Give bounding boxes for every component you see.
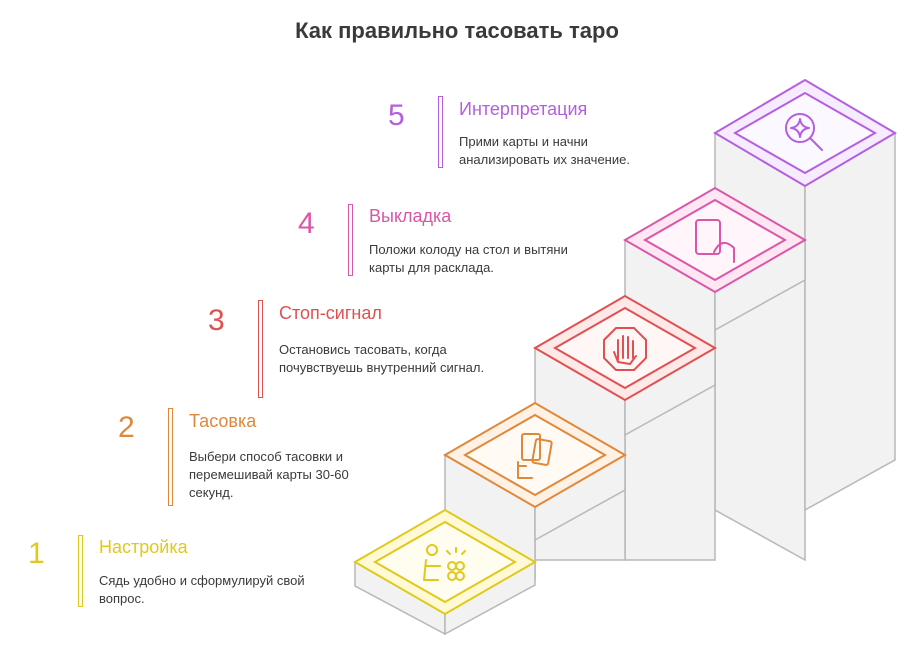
step-heading: Настройка (99, 537, 188, 557)
step-heading: Интерпретация (459, 99, 588, 119)
step-divider (348, 204, 353, 276)
step-tile-2 (443, 401, 627, 509)
step-description: Положи колоду на стол и вытяни карты для… (369, 242, 568, 275)
step-number: 3 (208, 304, 225, 337)
step-heading: Выкладка (369, 206, 452, 226)
step-description: Выбери способ тасовки и перемешивай карт… (189, 449, 349, 500)
card-spread-icon (695, 219, 735, 263)
step-divider (438, 96, 443, 168)
step-heading: Стоп-сигнал (279, 303, 382, 323)
step-number: 4 (298, 207, 315, 240)
step-description: Сядь удобно и сформулируй свой вопрос. (99, 573, 305, 606)
diagram-title: Как правильно тасовать таро (295, 18, 619, 43)
hand-holding-cards-icon (517, 433, 553, 479)
step-tile-1 (353, 508, 537, 616)
magnifier-sparkle-icon (785, 113, 823, 151)
step-tile-3 (533, 294, 717, 402)
step-number: 1 (28, 537, 45, 570)
step-divider (78, 535, 83, 607)
step-description: Остановись тасовать, когда почувствуешь … (279, 342, 485, 375)
person-meditating-icon (423, 544, 466, 581)
step-number: 2 (118, 411, 135, 444)
step-heading: Тасовка (189, 411, 257, 431)
step-tile-5 (713, 78, 897, 188)
step-divider (258, 300, 263, 398)
step-description: Прими карты и начни анализировать их зна… (459, 134, 630, 167)
step-tile-4 (623, 186, 807, 294)
step-divider (168, 408, 173, 506)
stop-hand-icon (603, 327, 647, 371)
step-number: 5 (388, 99, 405, 132)
